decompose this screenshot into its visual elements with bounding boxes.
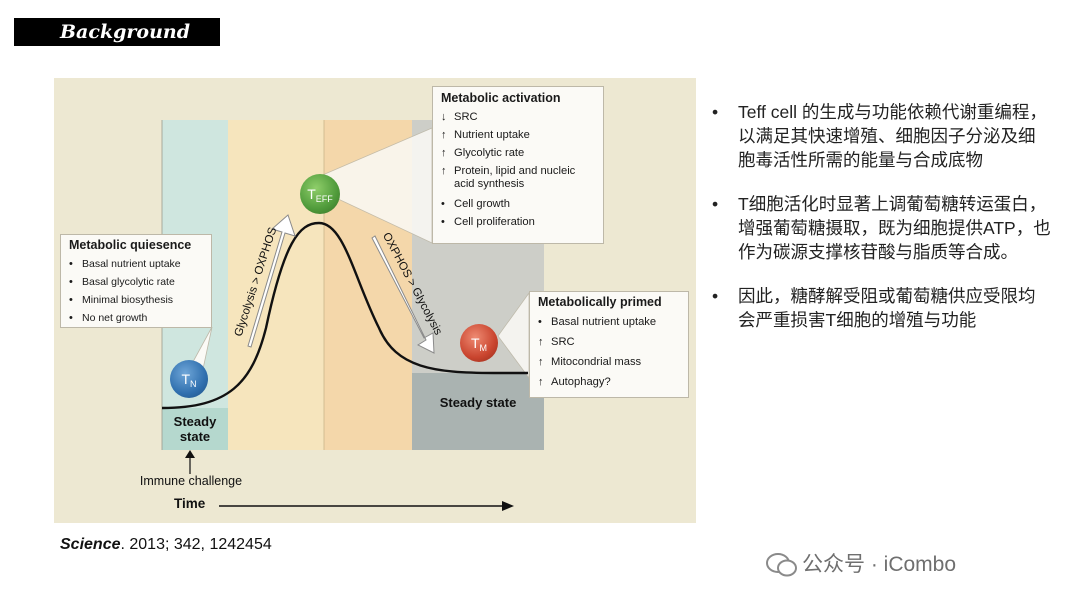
tm-cell-sub: M xyxy=(479,343,488,353)
slide-title: Background xyxy=(14,18,220,46)
bullet-item: •因此，糖酵解受阻或葡萄糖供应受限均会严重损害T细胞的增殖与功能 xyxy=(712,286,1036,330)
arrow-glycolysis-oxphos xyxy=(247,214,296,348)
quiescence-list: •Basal nutrient uptake •Basal glycolytic… xyxy=(69,255,203,327)
metabolic-quiescence-box: Metabolic quiesence •Basal nutrient upta… xyxy=(60,234,212,328)
list-item: ↑Mitocondrial mass xyxy=(538,356,642,368)
list-item: •Cell growth xyxy=(441,198,510,210)
activation-heading: Metabolic activation xyxy=(441,91,561,105)
steady-state-right-label: Steady state xyxy=(439,395,517,410)
teff-cell-label: T xyxy=(307,186,316,202)
teff-cell: TEFF xyxy=(300,174,340,214)
citation-journal: Science xyxy=(60,536,121,553)
watermark: 公众号 · iCombo xyxy=(802,548,956,578)
watermark-text: 公众号 · iCombo xyxy=(802,553,957,576)
activation-list: ↓SRC ↑Nutrient uptake ↑Glycolytic rate ↑… xyxy=(441,108,595,231)
time-axis-arrowhead xyxy=(502,501,514,511)
list-item: ↑SRC xyxy=(538,336,575,348)
list-item: ↑Autophagy? xyxy=(538,376,611,388)
list-item: ↑Nutrient uptake xyxy=(441,129,530,141)
tn-cell: TN xyxy=(170,360,208,398)
citation: Science. 2013; 342, 1242454 xyxy=(60,536,272,554)
list-item: •Minimal biosythesis xyxy=(69,294,174,306)
tm-cell: TM xyxy=(460,324,498,362)
list-item: ↑Protein, lipid and nucleic acid synthes… xyxy=(441,165,576,190)
list-item: ↓SRC xyxy=(441,111,478,123)
metabolic-activation-box: Metabolic activation ↓SRC ↑Nutrient upta… xyxy=(432,86,604,244)
wechat-icon xyxy=(766,553,797,577)
summary-bullets: •Teff cell 的生成与功能依赖代谢重编程，以满足其快速增殖、细胞因子分泌… xyxy=(712,100,1052,352)
primed-list: •Basal nutrient uptake ↑SRC ↑Mitocondria… xyxy=(538,312,680,392)
bullet-item: •Teff cell 的生成与功能依赖代谢重编程，以满足其快速增殖、细胞因子分泌… xyxy=(712,102,1047,170)
primed-heading: Metabolically primed xyxy=(538,295,662,309)
quiescence-heading: Metabolic quiesence xyxy=(69,238,192,252)
list-item: •No net growth xyxy=(69,312,148,324)
list-item: •Basal nutrient uptake xyxy=(538,316,657,328)
metabolically-primed-box: Metabolically primed •Basal nutrient upt… xyxy=(529,291,689,398)
list-item: ↑Glycolytic rate xyxy=(441,147,525,159)
arrow-oxphos-glycolysis xyxy=(371,235,435,354)
tm-cell-label: T xyxy=(470,335,480,351)
tn-cell-sub: N xyxy=(190,379,197,389)
teff-cell-sub: EFF xyxy=(315,194,333,204)
metabolism-figure: TEFF TN TM Glycolysis > OXPHOS OXPHOS > … xyxy=(54,78,696,523)
steady-state-left-label: Steady state xyxy=(173,414,217,444)
list-item: •Cell proliferation xyxy=(441,216,535,228)
list-item: •Basal glycolytic rate xyxy=(69,276,175,288)
bullet-item: •T细胞活化时显著上调葡萄糖转运蛋白，增强葡萄糖摄取，既为细胞提供ATP，也作为… xyxy=(712,194,1051,262)
response-curve xyxy=(161,221,528,410)
steady-state-right-block xyxy=(412,373,544,450)
citation-details: . 2013; 342, 1242454 xyxy=(120,536,272,553)
immune-challenge-label: Immune challenge xyxy=(139,474,243,488)
tn-cell-label: T xyxy=(181,371,191,387)
steady-state-left-block xyxy=(162,408,228,450)
list-item: •Basal nutrient uptake xyxy=(69,258,181,270)
time-label: Time xyxy=(174,496,206,511)
